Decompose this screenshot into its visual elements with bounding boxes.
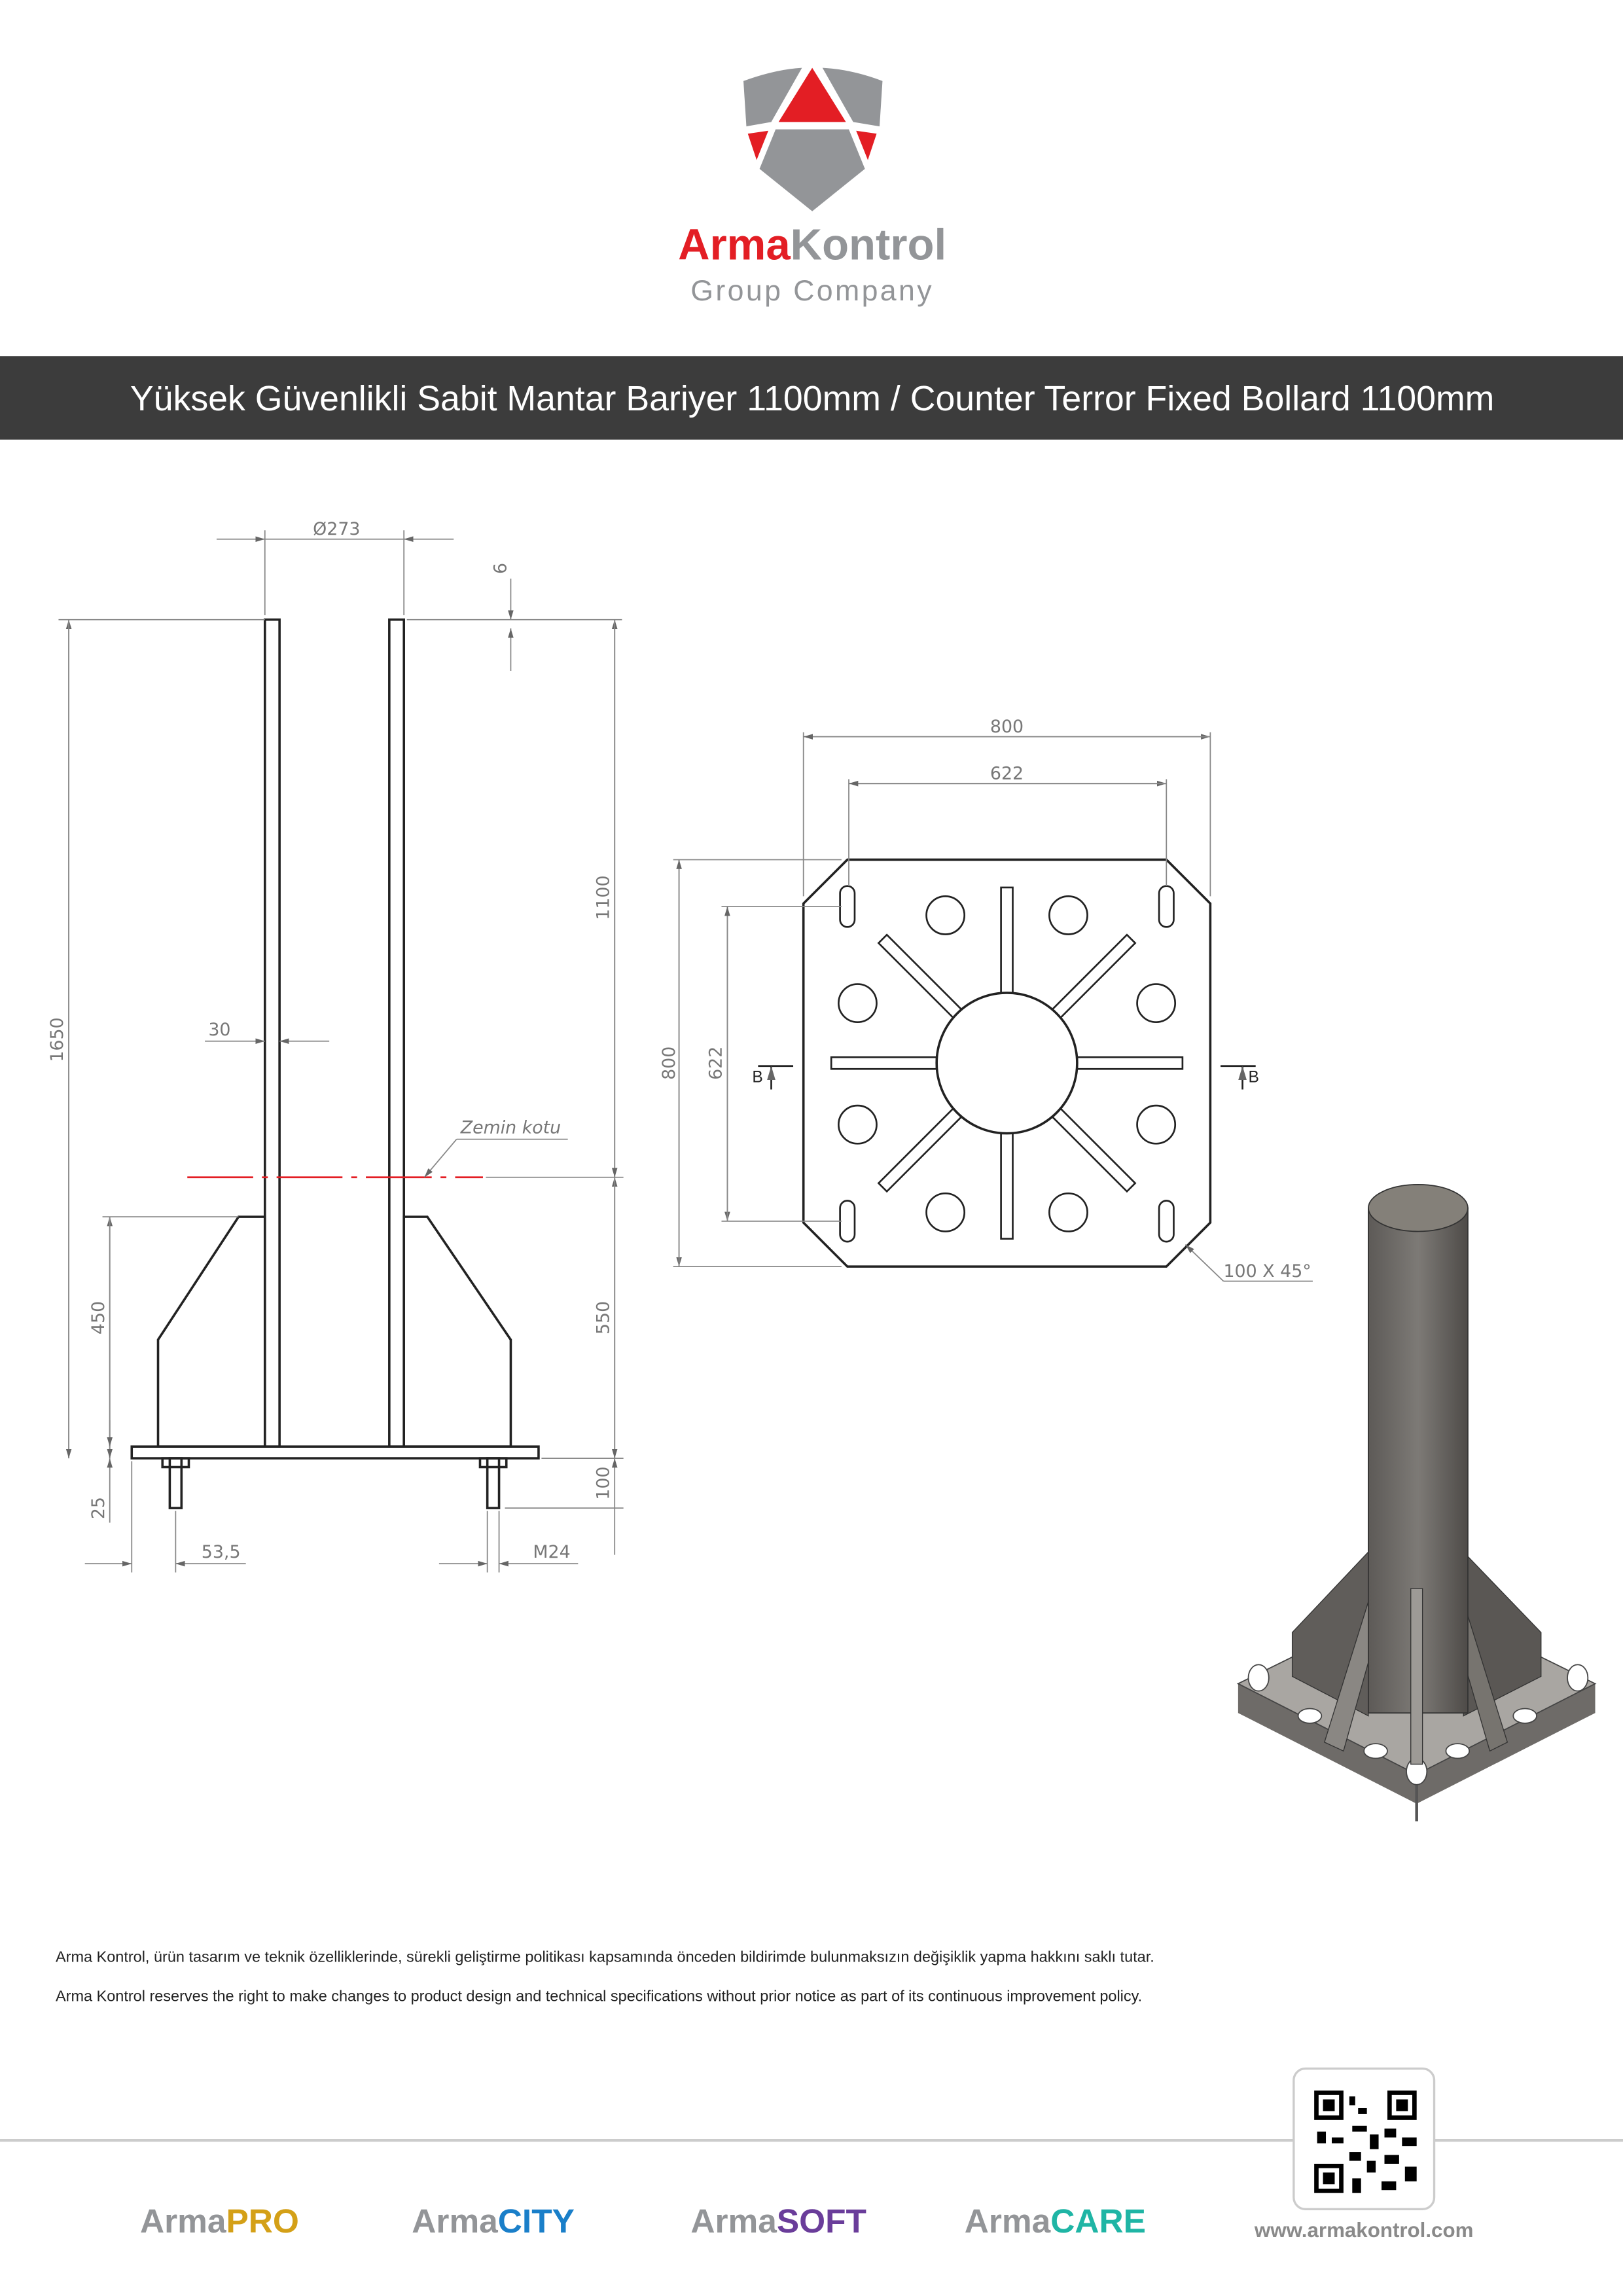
svg-text:1100: 1100 bbox=[593, 875, 613, 920]
company-logo: ArmaKontrol Group Company bbox=[678, 67, 946, 307]
svg-text:Ø273: Ø273 bbox=[313, 519, 360, 539]
disclaimer-tr: Arma Kontrol, ürün tasarım ve teknik öze… bbox=[56, 1948, 1154, 1965]
brand-armasoft[interactable]: ArmaSOFT bbox=[690, 2202, 866, 2240]
page-title: Yüksek Güvenlikli Sabit Mantar Bariyer 1… bbox=[130, 379, 1495, 418]
title-bar bbox=[0, 356, 1623, 440]
svg-text:1650: 1650 bbox=[47, 1017, 67, 1062]
svg-text:M24: M24 bbox=[533, 1542, 570, 1562]
section-marker-left: B bbox=[752, 1068, 762, 1086]
plan-view-drawing: 800 622 800 622 B B 100 X 45° bbox=[659, 717, 1313, 1282]
svg-text:100: 100 bbox=[593, 1466, 613, 1499]
svg-text:6: 6 bbox=[491, 563, 511, 574]
svg-text:100 X 45°: 100 X 45° bbox=[1223, 1261, 1311, 1282]
logo-tagline: Group Company bbox=[690, 275, 934, 307]
brand-armapro[interactable]: ArmaPRO bbox=[140, 2202, 299, 2240]
brand-armacare[interactable]: ArmaCARE bbox=[965, 2202, 1146, 2240]
logo-wordmark: ArmaKontrol bbox=[678, 221, 946, 270]
bollard-3d-render bbox=[1236, 1184, 1597, 1821]
svg-text:550: 550 bbox=[593, 1301, 613, 1335]
section-marker-right: B bbox=[1249, 1068, 1259, 1086]
svg-text:622: 622 bbox=[705, 1047, 726, 1080]
shield-icon bbox=[743, 67, 883, 211]
svg-text:450: 450 bbox=[88, 1301, 109, 1335]
ground-level-label: Zemin kotu bbox=[460, 1118, 561, 1138]
svg-text:25: 25 bbox=[88, 1497, 109, 1519]
svg-text:53,5: 53,5 bbox=[202, 1542, 241, 1562]
qr-code[interactable] bbox=[1293, 2067, 1436, 2210]
website-link[interactable]: www.armakontrol.com bbox=[1254, 2219, 1474, 2242]
svg-text:30: 30 bbox=[208, 1020, 230, 1040]
svg-text:622: 622 bbox=[990, 763, 1024, 783]
svg-text:800: 800 bbox=[990, 717, 1024, 737]
svg-text:800: 800 bbox=[659, 1047, 679, 1080]
brand-armacity[interactable]: ArmaCITY bbox=[412, 2202, 575, 2240]
section-view-drawing: Ø273 6 1650 1100 550 100 450 25 30 53,5 … bbox=[47, 519, 624, 1573]
disclaimer-en: Arma Kontrol reserves the right to make … bbox=[56, 1988, 1142, 2005]
